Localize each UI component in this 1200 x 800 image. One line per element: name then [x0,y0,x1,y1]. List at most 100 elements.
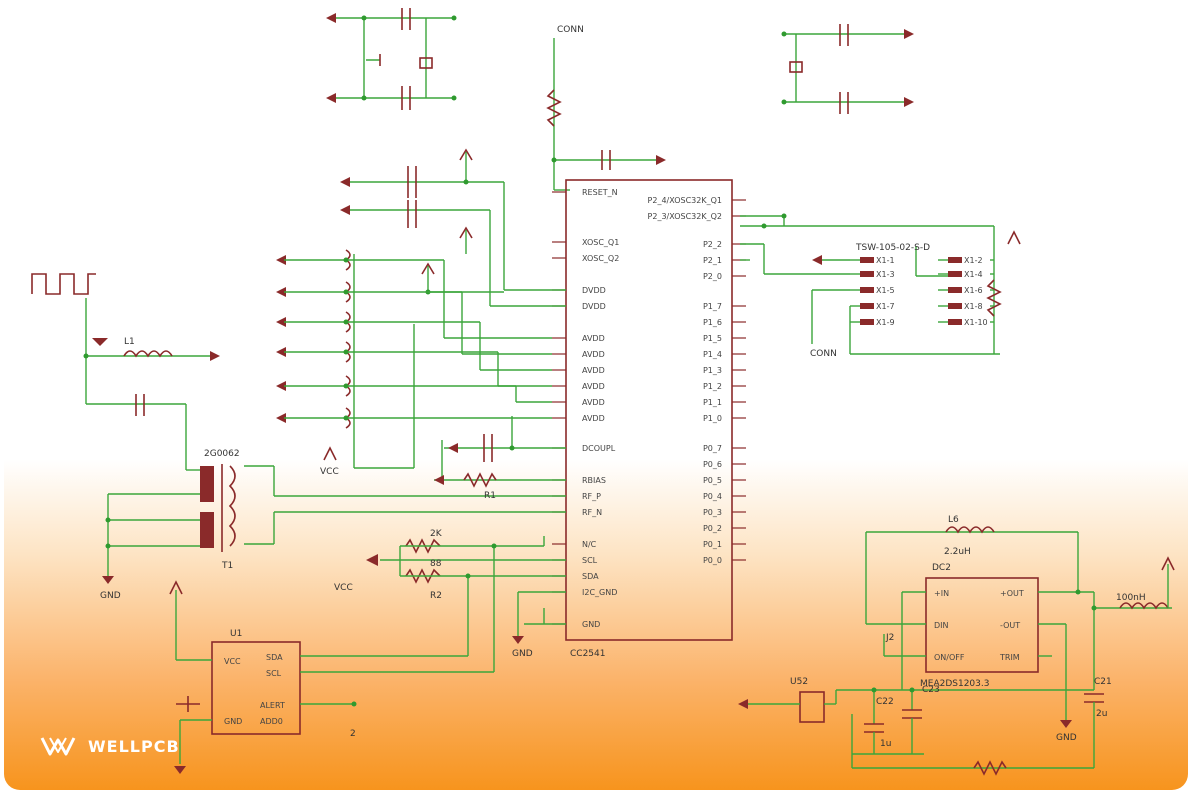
ic-right-pin-label: P1_5 [703,334,722,343]
dc2-pin-onoff: ON/OFF [934,653,965,662]
wellpcb-logo: WELLPCB [40,734,180,758]
avdd-arrow [276,347,286,357]
junction-dot [343,319,349,325]
ic-left-pin-label: XOSC_Q2 [582,254,619,263]
circuit-schematic: X1-1X1-3X1-5X1-7X1-9X1-2X1-4X1-6X1-8X1-1… [31,8,1175,776]
vcc-arrow [323,446,337,461]
connector-pin-marker [948,287,962,293]
ic-left-pin-label: RBIAS [582,476,606,485]
label-l6-value: 2.2uH [944,547,971,557]
connector-left-pin-label: X1-3 [876,270,895,279]
label-t1-part: 2G0062 [204,449,240,459]
avdd-arrow [276,287,286,297]
avdd-bus-network [276,249,552,469]
i2c-sensor-network [169,536,566,774]
avdd-arrow [276,317,286,327]
avdd-arrow [276,255,286,265]
label-j2: J2 [885,633,894,643]
label-gnd-psu: GND [1056,733,1077,743]
top-left-crystal-network [326,8,457,110]
ic-right-pin-label: P1_0 [703,414,722,423]
connector-right-pin-label: X1-10 [964,318,988,327]
connector-pin-marker [860,257,874,263]
label-ic-part: CC2541 [570,649,605,659]
connector-right-pin-label: X1-2 [964,256,983,265]
dc2-pin-trim: TRIM [999,653,1020,662]
ic-right-pin-label: P0_5 [703,476,722,485]
ic-left-pin-label: AVDD [582,382,605,391]
ic-right-pin-label: P0_1 [703,540,722,549]
label-c21-value: 2u [1096,709,1107,719]
ic-right-pin-label: P0_6 [703,460,722,469]
reset-network [546,38,666,191]
connector-right-pin-label: X1-6 [964,286,983,295]
label-dc2: DC2 [932,563,951,573]
label-dc2-part: MEA2DS1203.3 [920,679,989,689]
label-vcc-i2c: VCC [334,583,353,593]
ic-left-pin-label: AVDD [582,334,605,343]
ic-left-pin-label: AVDD [582,414,605,423]
label-vcc-avdd: VCC [320,467,339,477]
junction-dot [343,383,349,389]
u1-pin-scl: SCL [266,669,282,678]
dc2-pin-out: +OUT [1000,589,1024,598]
label-r1: R1 [484,491,496,501]
ic-right-pin-label: P0_2 [703,524,722,533]
label-pin-2: 2 [350,729,356,739]
ic-right-pin-label: P0_0 [703,556,722,565]
avdd-arrow [276,413,286,423]
ic-left-pin-label: GND [582,620,600,629]
connector-right-pin-label: X1-4 [964,270,983,279]
label-r-88: 88 [430,559,442,569]
antenna-matching-network [31,273,566,584]
u1-pin-vcc: VCC [224,657,241,666]
label-gnd-ic: GND [512,649,533,659]
ic-left-pin-label: SDA [582,572,599,581]
connector-pin-marker [860,319,874,325]
main-ic-cc2541 [552,179,746,641]
label-c23: C23 [922,685,940,695]
w-logo-icon [40,737,76,756]
ic-left-pin-label: N/C [582,540,597,549]
junction-dot [343,289,349,295]
ic-left-pin-label: AVDD [582,398,605,407]
ic-right-pin-label: P1_2 [703,382,722,391]
connector-pin-marker [948,319,962,325]
ic-left-pin-label: XOSC_Q1 [582,238,619,247]
power-supply-network [738,526,1175,776]
ic-right-pin-label: P0_3 [703,508,722,517]
ic-left-pin-label: RF_N [582,508,602,517]
ic-left-pin-label: RESET_N [582,188,618,197]
connector-left-pin-label: X1-7 [876,302,895,311]
ic-left-pin-label: AVDD [582,366,605,375]
ic-right-pin-label: P0_7 [703,444,722,453]
label-connector-part: TSW-105-02-S-D [855,243,930,253]
dcoupl-rbias-network [434,416,566,488]
ic-left-pin-label: DVDD [582,302,606,311]
label-c21: C21 [1094,677,1112,687]
label-c22: C22 [876,697,894,707]
label-u52: U52 [790,677,808,687]
ic-right-pin-label: P2_2 [703,240,722,249]
ic-right-pin-label: P2_1 [703,256,722,265]
ic-right-pin-label: P2_3/XOSC32K_Q2 [648,212,722,221]
label-r2: R2 [430,591,442,601]
connector-left-pin-label: X1-5 [876,286,895,295]
ic-right-pin-label: P1_7 [703,302,722,311]
ic-right-pin-label: P2_0 [703,272,722,281]
label-u1: U1 [230,629,242,639]
top-right-crystal-network [781,24,914,114]
connector-left-pin-label: X1-1 [876,256,895,265]
ic-left-pin-label: AVDD [582,350,605,359]
u1-pin-alert: ALERT [260,701,285,710]
junction-dot [343,415,349,421]
dc2-pin-in: +IN [934,589,949,598]
junction-dot [343,257,349,263]
connector-pin-marker [948,257,962,263]
ic-right-pin-label: P1_3 [703,366,722,375]
label-l6: L6 [948,515,959,525]
connector-pin-marker [948,303,962,309]
ic-left-pin-label: RF_P [582,492,601,501]
connector-pin-marker [860,287,874,293]
